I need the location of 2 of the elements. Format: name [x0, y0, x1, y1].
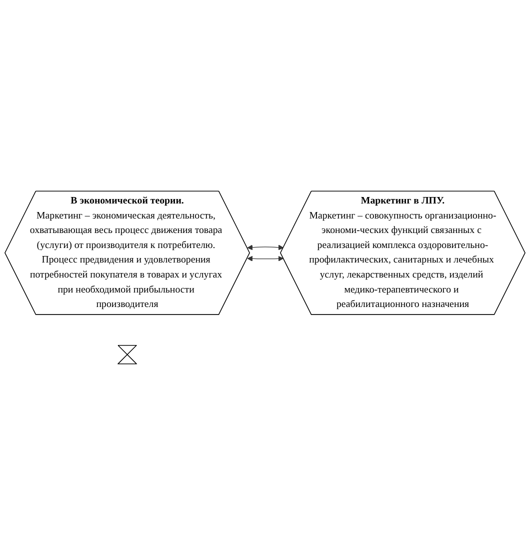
arrow	[247, 256, 284, 262]
arrow	[247, 244, 284, 250]
